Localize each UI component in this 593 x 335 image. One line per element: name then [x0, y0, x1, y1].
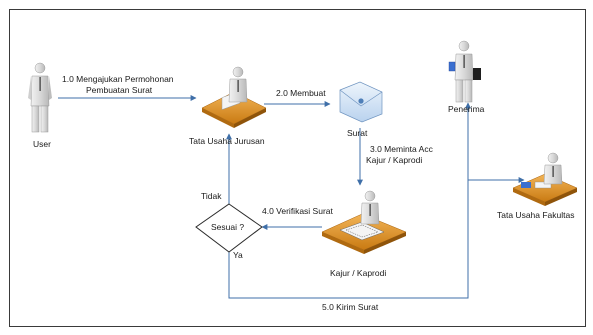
envelope-icon: [339, 81, 383, 123]
diagram-frame: [9, 9, 586, 327]
decision-label: Sesuai ?: [211, 222, 244, 232]
user-person-icon: [28, 62, 52, 133]
penerima-label: Penerima: [448, 104, 485, 114]
kajur-desk-icon: [321, 190, 407, 254]
tu-jurusan-desk-icon: [201, 66, 267, 128]
kajur-label: Kajur / Kaprodi: [330, 268, 386, 278]
flow-2-label: 2.0 Membuat: [276, 88, 326, 98]
arrow-decision-yes-to-penerima: [228, 102, 471, 299]
decision-no-label: Tidak: [201, 191, 222, 201]
tu-fakultas-desk-icon: [512, 152, 578, 206]
decision-diamond: [195, 203, 263, 253]
flow-1-label-line1: 1.0 Mengajukan Permohonan: [62, 74, 174, 84]
flow-1-label-line2: Pembuatan Surat: [86, 85, 153, 95]
user-label: User: [33, 139, 51, 149]
flow-4-label: 4.0 Verifikasi Surat: [262, 206, 334, 216]
decision-yes-label: Ya: [233, 250, 243, 260]
tu-fakultas-label: Tata Usaha Fakultas: [497, 210, 574, 220]
flow-3-label-line2: Kajur / Kaprodi: [366, 155, 422, 165]
flow-5-label: 5.0 Kirim Surat: [322, 302, 379, 312]
tu-jurusan-label: Tata Usaha Jurusan: [189, 136, 265, 146]
flow-3-label-line1: 3.0 Meminta Acc: [370, 144, 434, 154]
surat-label: Surat: [347, 128, 368, 138]
penerima-person-icon: [448, 40, 481, 103]
